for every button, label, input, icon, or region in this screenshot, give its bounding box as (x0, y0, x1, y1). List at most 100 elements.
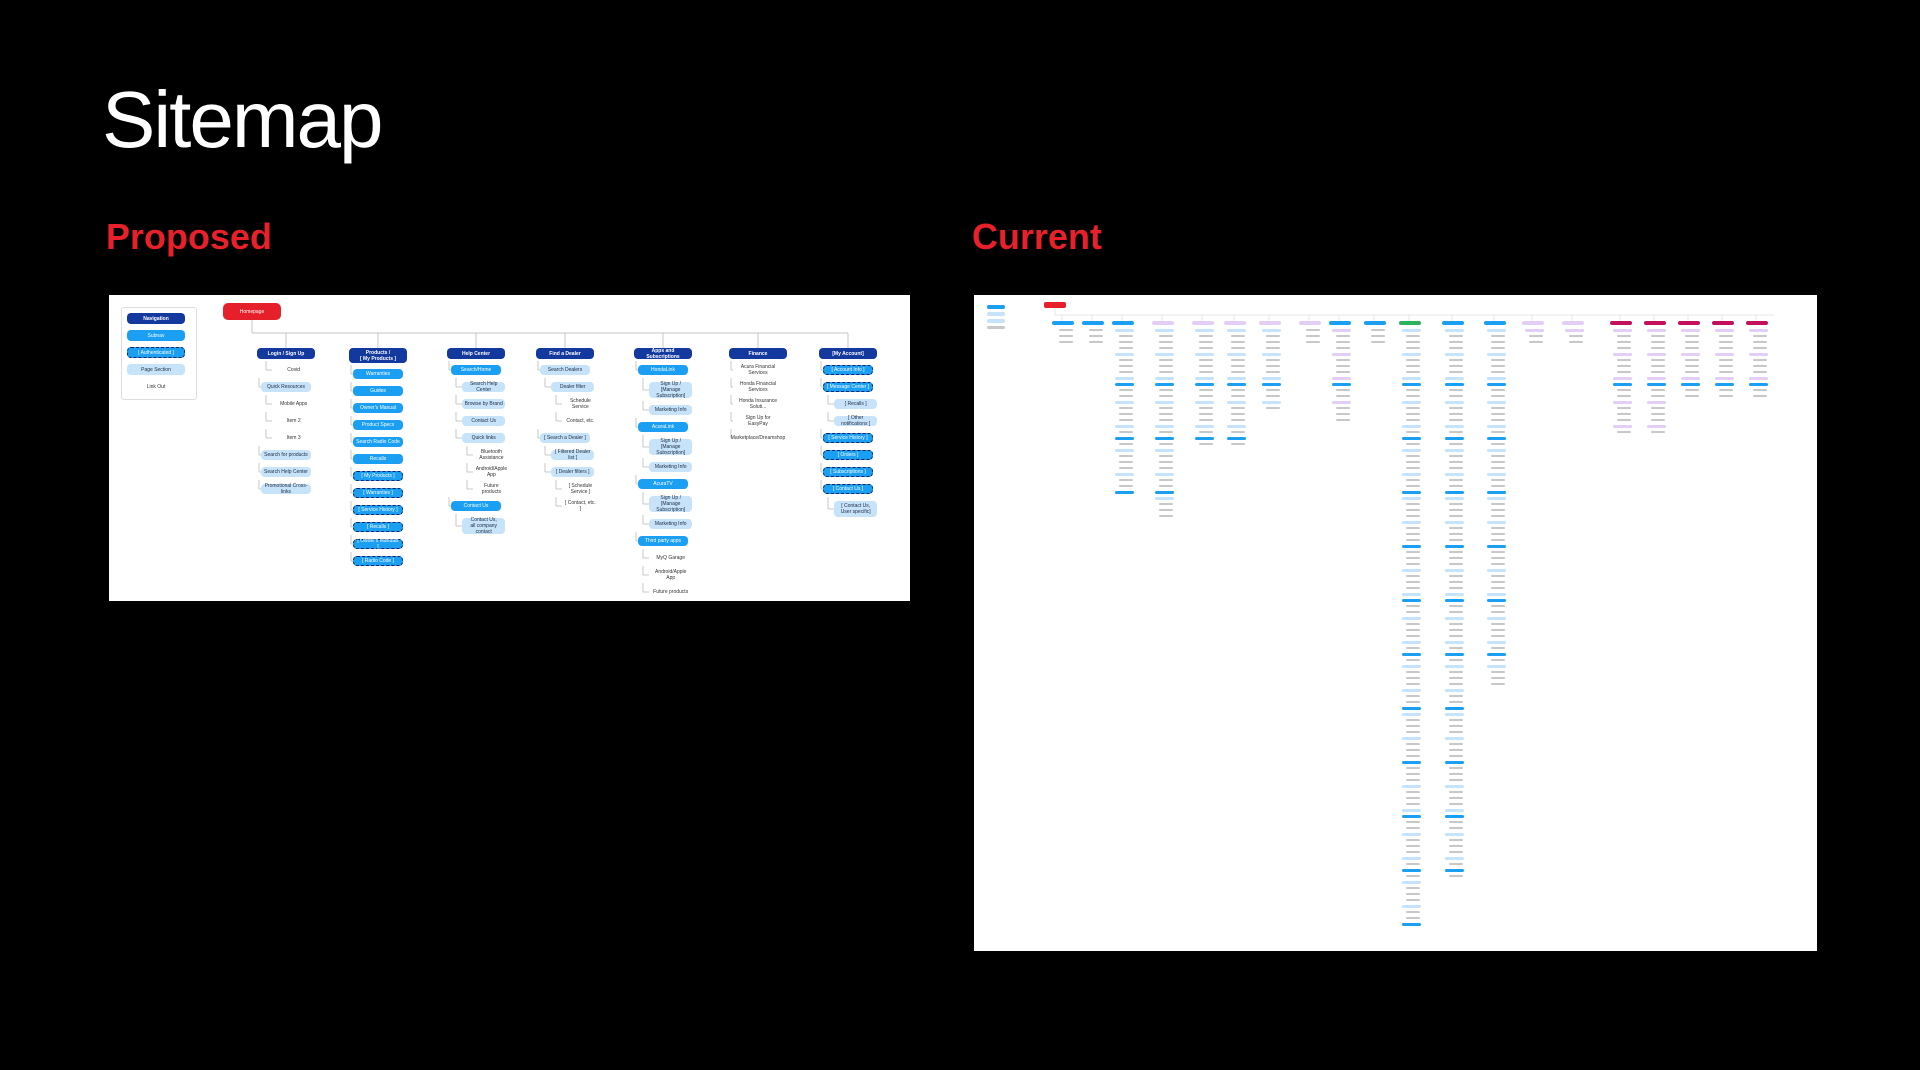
current-node-460 (1685, 335, 1699, 337)
current-node-436 (1617, 419, 1631, 421)
column-4-item-2: Marketing Info (649, 405, 693, 415)
current-node-480 (1715, 377, 1734, 380)
column-6-item-8: [ Contact Us, User specific] (834, 501, 878, 517)
current-node-478 (1719, 365, 1733, 367)
current-node-342 (1449, 827, 1463, 829)
column-6-item-2: [ Recalls ] (834, 399, 878, 409)
current-node-97 (1227, 329, 1246, 332)
current-node-323 (1445, 713, 1464, 716)
current-node-141 (1332, 353, 1351, 356)
column-3-item-7: [ Schedule Service ] (562, 483, 599, 495)
current-node-88 (1195, 401, 1214, 404)
current-node-170 (1402, 401, 1421, 404)
current-node-107 (1231, 389, 1245, 391)
current-node-158 (1402, 329, 1421, 332)
current-node-83 (1199, 371, 1213, 373)
current-node-264 (1449, 359, 1463, 361)
current-node-463 (1681, 353, 1700, 356)
current-node-239 (1402, 815, 1421, 818)
current-node-213 (1406, 659, 1420, 661)
current-node-447 (1651, 371, 1665, 373)
column-0-item-7: Promotional Cross-links (261, 483, 311, 495)
legend-sub: Subnav (127, 330, 185, 341)
current-node-181 (1406, 467, 1420, 469)
current-node-429 (1613, 377, 1632, 380)
column-1-item-9: [ Recalls ] (353, 522, 403, 532)
current-node-348 (1449, 863, 1463, 865)
current-node-280 (1449, 455, 1463, 457)
current-node-320 (1449, 695, 1463, 697)
current-node-61 (1155, 437, 1174, 440)
current-node-35 (1119, 455, 1133, 457)
current-node-287 (1445, 497, 1464, 500)
column-0-item-0: Covid (272, 365, 316, 375)
current-node-217 (1406, 683, 1420, 685)
current-node-332 (1449, 767, 1463, 769)
current-node-43 (1155, 329, 1174, 332)
current-node-210 (1402, 641, 1421, 644)
current-node-154 (1371, 329, 1385, 331)
current-node-317 (1449, 677, 1463, 679)
current-node-105 (1227, 377, 1246, 380)
legend-link: Link Out (127, 381, 185, 392)
current-node-198 (1402, 569, 1421, 572)
current-node-371 (1491, 443, 1505, 445)
current-node-251 (1406, 887, 1420, 889)
current-node-400 (1487, 617, 1506, 620)
current-node-54 (1159, 395, 1173, 397)
current-node-353 (1491, 335, 1505, 337)
current-node-50 (1159, 371, 1173, 373)
current-node-399 (1491, 611, 1505, 613)
current-node-178 (1402, 449, 1421, 452)
current-node-20 (1119, 365, 1133, 367)
current-node-409 (1491, 671, 1505, 673)
column-4-item-1: Sign Up / [Manage Subscription] (649, 381, 693, 399)
current-node-445 (1651, 359, 1665, 361)
current-node-228 (1406, 749, 1420, 751)
current-node-171 (1406, 407, 1420, 409)
current-node-302 (1449, 587, 1463, 589)
current-node-468 (1681, 383, 1700, 386)
current-node-38 (1115, 473, 1134, 476)
current-node-252 (1406, 893, 1420, 895)
current-node-212 (1402, 653, 1421, 656)
current-node-149 (1332, 401, 1351, 404)
current-node-76 (1195, 329, 1214, 332)
current-node-269 (1449, 389, 1463, 391)
current-node-19 (1119, 359, 1133, 361)
current-node-444 (1647, 353, 1666, 356)
column-3-item-4: [ Search a Dealer ] (540, 433, 590, 443)
current-node-33 (1119, 443, 1133, 445)
current-node-443 (1651, 347, 1665, 349)
current-node-364 (1487, 401, 1506, 404)
column-4-item-7: Sign Up / [Manage Subscription] (649, 495, 693, 513)
current-node-301 (1449, 581, 1463, 583)
current-node-417 (1565, 329, 1584, 332)
column-6-item-7: [ Contact Us ] (823, 484, 873, 494)
current-node-309 (1449, 629, 1463, 631)
current-node-193 (1406, 539, 1420, 541)
column-6-item-4: [ Service History ] (823, 433, 873, 443)
current-node-446 (1651, 365, 1665, 367)
current-node-316 (1449, 671, 1463, 673)
current-node-354 (1491, 341, 1505, 343)
legend-auth: [ Authenticated ] (127, 347, 185, 358)
column-2-item-0: Search/Home (451, 365, 501, 375)
current-node-186 (1402, 497, 1421, 500)
column-4-item-8: Marketing Info (649, 519, 693, 529)
current-node-298 (1449, 563, 1463, 565)
current-node-413 (1525, 329, 1544, 332)
current-node-51 (1155, 377, 1174, 380)
current-node-95 (1199, 443, 1213, 445)
current-node-284 (1449, 479, 1463, 481)
current-node-250 (1402, 881, 1421, 884)
current-node-350 (1449, 875, 1463, 877)
current-node-396 (1487, 593, 1506, 596)
current-node-218 (1402, 689, 1421, 692)
current-node-243 (1406, 839, 1420, 841)
column-header-3: Find a Dealer (536, 348, 594, 359)
current-node-1 (987, 312, 1005, 316)
column-3-item-6: [ Dealer filters ] (551, 467, 595, 477)
current-node-137 (1332, 329, 1351, 332)
column-6-item-3: [ Other notifications ] (834, 415, 878, 427)
